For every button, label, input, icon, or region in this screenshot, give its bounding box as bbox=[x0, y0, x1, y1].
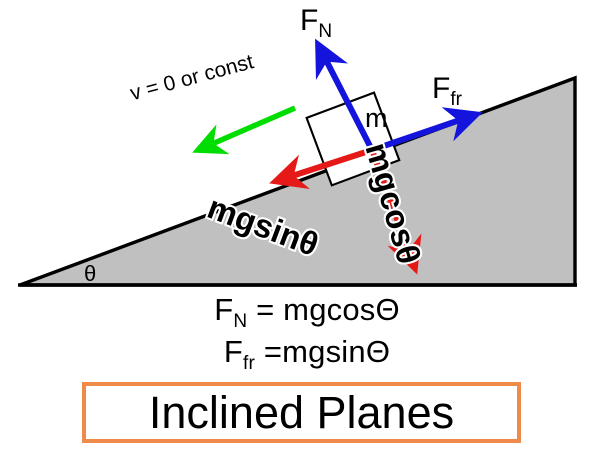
equation-friction-lhs-subscript: fr bbox=[243, 352, 256, 374]
vector-normal-force bbox=[315, 38, 375, 152]
vector-velocity-arrow bbox=[192, 105, 297, 155]
equation-block: FN = mgcosΘ Ffr =mgsinΘ bbox=[0, 292, 614, 375]
normal-force-label-subscript: N bbox=[318, 21, 333, 42]
vector-mgsin-theta bbox=[269, 147, 373, 190]
equation-normal-lhs-subscript: N bbox=[233, 311, 248, 333]
equation-normal-force: FN = mgcosΘ bbox=[0, 292, 614, 334]
vector-friction-force bbox=[371, 107, 483, 153]
normal-force-label: FN bbox=[300, 4, 333, 42]
friction-force-label: Ffr bbox=[432, 72, 462, 110]
friction-force-label-subscript: fr bbox=[450, 89, 462, 110]
vector-mgcos-theta bbox=[369, 148, 422, 275]
incline-angle-label: θ bbox=[84, 261, 97, 286]
equation-friction-force: Ffr =mgsinΘ bbox=[0, 334, 614, 376]
normal-force-label-base: F bbox=[300, 4, 319, 37]
page-title: Inclined Planes bbox=[148, 387, 455, 438]
block-mass-label: m bbox=[365, 103, 388, 133]
equation-friction-lhs: F bbox=[223, 333, 243, 369]
title-box: Inclined Planes bbox=[82, 382, 521, 443]
equation-friction-rhs: =mgsinΘ bbox=[255, 333, 391, 369]
equation-normal-rhs: = mgcosΘ bbox=[247, 292, 400, 327]
equation-normal-lhs: F bbox=[214, 292, 234, 327]
friction-force-label-base: F bbox=[432, 72, 451, 105]
